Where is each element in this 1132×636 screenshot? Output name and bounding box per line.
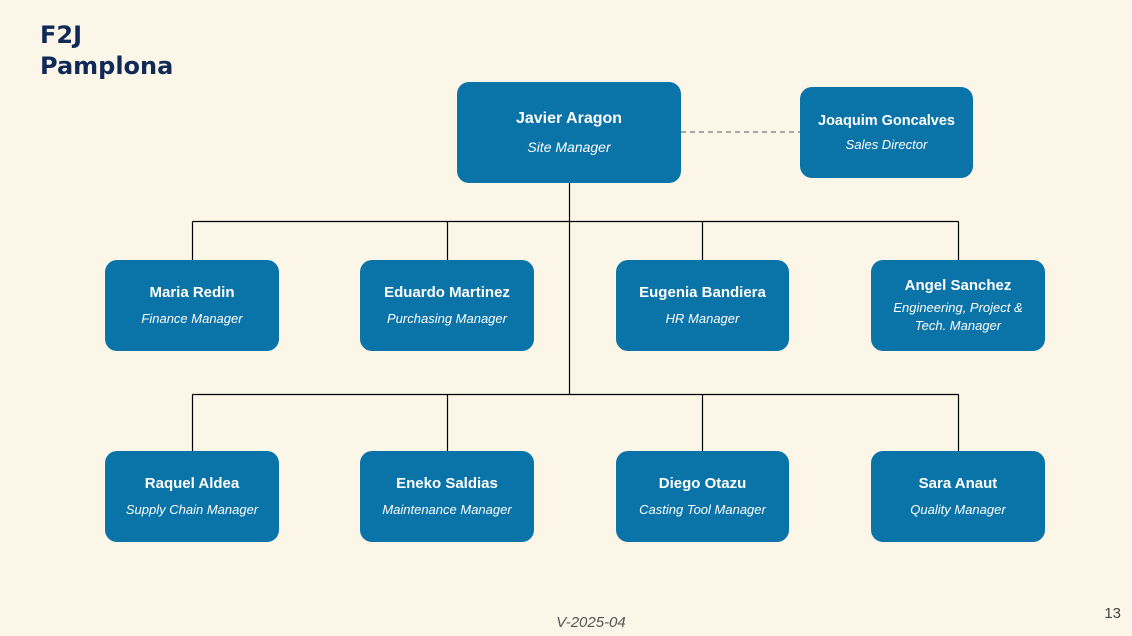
node-name: Maria Redin [149, 283, 235, 301]
node-name: Joaquim Goncalves [818, 112, 955, 129]
site-name: Pamplona [40, 52, 174, 80]
node-role: Quality Manager [910, 501, 1006, 517]
node-name: Eduardo Martinez [384, 283, 510, 301]
org-node-engineering-manager: Angel Sanchez Engineering, Project & Tec… [871, 260, 1045, 351]
node-name: Raquel Aldea [144, 474, 240, 492]
node-role: Site Manager [527, 138, 611, 155]
node-role: Casting Tool Manager [639, 501, 766, 517]
node-name: Sara Anaut [918, 474, 998, 492]
page-number: 13 [1104, 605, 1121, 622]
org-node-quality-manager: Sara Anaut Quality Manager [871, 451, 1045, 542]
org-node-casting-tool-manager: Diego Otazu Casting Tool Manager [616, 451, 789, 542]
org-node-purchasing-manager: Eduardo Martinez Purchasing Manager [360, 260, 534, 351]
node-name: Diego Otazu [658, 474, 747, 492]
node-name: Angel Sanchez [904, 276, 1012, 294]
org-node-finance-manager: Maria Redin Finance Manager [105, 260, 279, 351]
node-role: Purchasing Manager [387, 310, 507, 326]
org-node-sales-director: Joaquim Goncalves Sales Director [800, 87, 973, 178]
org-node-site-manager: Javier Aragon Site Manager [457, 82, 681, 183]
node-role: Supply Chain Manager [125, 501, 259, 517]
org-node-maintenance-manager: Eneko Saldias Maintenance Manager [360, 451, 534, 542]
org-node-hr-manager: Eugenia Bandiera HR Manager [616, 260, 789, 351]
company-name: F2J [40, 21, 83, 49]
node-role: Engineering, Project & Tech. Manager [893, 299, 1023, 333]
org-node-supply-chain-manager: Raquel Aldea Supply Chain Manager [105, 451, 279, 542]
node-role: Maintenance Manager [382, 501, 512, 517]
node-role: Finance Manager [141, 310, 243, 326]
node-name: Eneko Saldias [396, 474, 498, 492]
node-name: Javier Aragon [515, 109, 623, 127]
node-role: HR Manager [665, 310, 740, 326]
node-role: Sales Director [845, 136, 928, 152]
node-name: Eugenia Bandiera [639, 283, 766, 301]
page-title: F2J Pamplona [40, 20, 173, 82]
version-label: V-2025-04 [556, 614, 626, 631]
